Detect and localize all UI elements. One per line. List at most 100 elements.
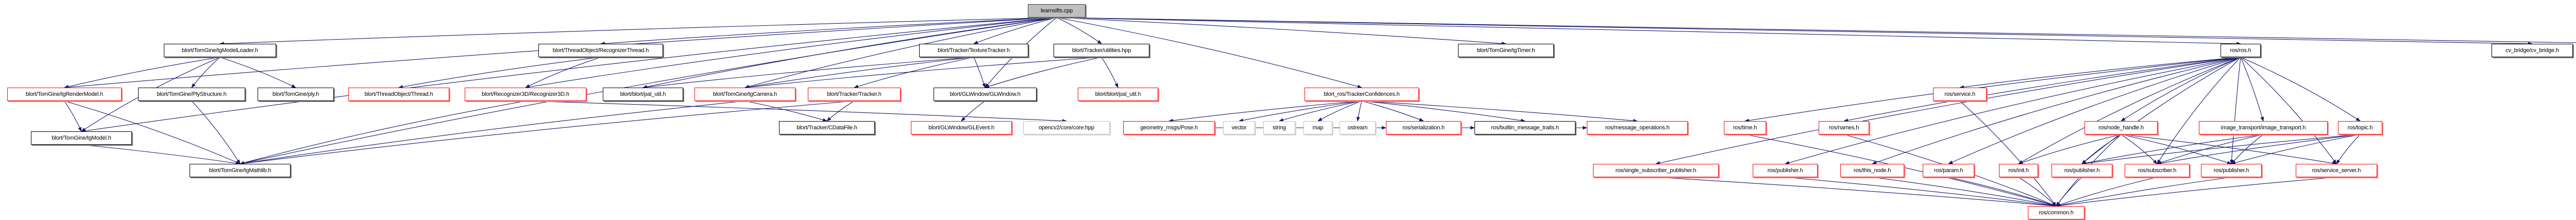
graph-edge <box>191 100 241 164</box>
graph-node[interactable]: ros/publisher.h <box>2201 164 2262 177</box>
graph-node[interactable]: blort/GLWindow/GLWindow.h <box>934 88 1037 101</box>
graph-edge <box>219 17 1057 46</box>
graph-edge <box>1317 100 1362 122</box>
graph-node[interactable]: ros/serialization.h <box>1386 121 1461 134</box>
graph-node[interactable]: ros/builtin_message_traits.h <box>1475 121 1575 134</box>
graph-node[interactable]: ros/service_server.h <box>2296 164 2377 177</box>
graph-edge <box>2056 177 2158 207</box>
graph-edge <box>2231 134 2264 164</box>
graph-node[interactable]: learnsifts.cpp <box>1028 4 1086 18</box>
graph-edge <box>1948 57 2241 164</box>
graph-edge <box>961 100 986 122</box>
graph-node[interactable]: ros/ros.h <box>2221 44 2261 57</box>
graph-node[interactable]: blort/Tracker/Tracker.h <box>808 88 901 101</box>
graph-edge <box>854 57 974 88</box>
graph-edge <box>1785 57 2241 165</box>
graph-node[interactable]: blort/ThreadObject/Thread.h <box>348 88 449 101</box>
graph-node[interactable]: blort/GLWindow/GLEvent.h <box>911 121 1012 134</box>
graph-node[interactable]: image_transport/image_transport.h <box>2199 121 2328 134</box>
graph-edge <box>2081 134 2361 165</box>
graph-node[interactable]: geometry_msgs/Pose.h <box>1123 121 1215 134</box>
graph-edge <box>600 17 1057 45</box>
graph-edge <box>81 144 241 165</box>
graph-node[interactable]: vector <box>1223 121 1255 134</box>
graph-edge <box>2121 57 2241 122</box>
graph-edge <box>64 17 1057 89</box>
graph-edge <box>2157 134 2361 165</box>
graph-edge <box>1279 100 1362 122</box>
graph-node[interactable]: blort/ThreadObject/RecognizerThread.h <box>538 44 663 57</box>
graph-node[interactable]: blort_ros/TrackerConfidences.h <box>1304 88 1419 101</box>
graph-edge <box>1056 17 2241 46</box>
graph-edge <box>1655 57 2241 165</box>
graph-edge <box>2081 134 2122 164</box>
graph-edge <box>1056 17 2576 43</box>
graph-edge <box>1959 57 2241 89</box>
graph-node[interactable]: ros/single_subscriber_publisher.h <box>1593 164 1719 177</box>
graph-node[interactable]: blort/Recognizer3D/Recognizer3D.h <box>465 88 586 101</box>
graph-edge <box>2056 177 2232 207</box>
graph-edge <box>2240 57 2264 122</box>
graph-edge <box>2157 57 2241 164</box>
graph-node[interactable]: blort/blort/pal_util.h <box>1078 88 1158 101</box>
graph-node[interactable]: blort/Tracker/TextureTracker.h <box>919 44 1028 57</box>
graph-node[interactable]: ros/common.h <box>2028 206 2084 219</box>
graph-node[interactable]: ros/init.h <box>1999 164 2038 177</box>
graph-edge <box>81 17 1057 133</box>
graph-edge <box>1744 57 2241 123</box>
graph-edge <box>2157 134 2264 164</box>
graph-node[interactable]: blort/TomGine/PlyStructure.h <box>138 88 245 101</box>
graph-edge <box>2018 177 2057 207</box>
graph-node[interactable]: blort/Tracker/CDataFile.h <box>779 121 875 134</box>
graph-edge <box>826 100 855 122</box>
graph-edge <box>2240 57 2337 164</box>
graph-node[interactable]: string <box>1263 121 1295 134</box>
graph-node[interactable]: blort/TomGine/tgModel.h <box>31 131 132 145</box>
graph-node[interactable]: ros/publisher.h <box>2052 164 2112 177</box>
graph-node[interactable]: blort/TomGine/tgCamera.h <box>694 88 795 101</box>
graph-node[interactable]: blort/TomGine/tgModelLoader.h <box>164 44 276 57</box>
graph-edge <box>2121 134 2158 164</box>
graph-edge <box>1056 17 1102 44</box>
graph-edge <box>525 100 1067 123</box>
graph-edge <box>1168 100 1362 123</box>
graph-node[interactable]: ros/names.h <box>1819 121 1869 134</box>
graph-node[interactable]: map <box>1303 121 1332 134</box>
graph-node[interactable]: blort/TomGine/ply.h <box>258 88 334 101</box>
graph-node[interactable]: ros/publisher.h <box>1753 164 1818 177</box>
graph-node[interactable]: opencv2/core/core.hpp <box>1023 121 1110 134</box>
graph-node[interactable]: blort/Tracker/utilities.hpp <box>1054 44 1149 57</box>
graph-node[interactable]: blort/TomGine/tgTimer.h <box>1458 44 1554 57</box>
graph-edge <box>2230 57 2241 164</box>
graph-edge <box>744 57 974 89</box>
graph-edge <box>64 57 221 89</box>
graph-edge <box>1785 177 2057 208</box>
graph-node[interactable]: ros/param.h <box>1923 164 1974 177</box>
graph-node[interactable]: blort/TomGine/tgMathlib.h <box>190 164 291 177</box>
graph-edge <box>1872 57 2241 164</box>
graph-edge <box>973 57 986 88</box>
graph-edge <box>398 57 601 89</box>
graph-edge <box>2018 134 2122 164</box>
graph-node[interactable]: cv_bridge/cv_bridge.h <box>2492 44 2573 57</box>
graph-node[interactable]: ros/service.h <box>1933 88 1987 101</box>
graph-node[interactable]: ostream <box>1340 121 1376 134</box>
graph-node[interactable]: ros/time.h <box>1724 121 1766 134</box>
graph-edge <box>744 57 1102 89</box>
graph-node[interactable]: ros/message_operations.h <box>1587 121 1688 134</box>
graph-node[interactable]: blort/blort/pal_util.h <box>603 88 683 101</box>
graph-edge <box>1948 177 2057 207</box>
graph-node[interactable]: blort/TomGine/tgRenderModel.h <box>7 88 122 101</box>
graph-edge <box>2336 134 2361 164</box>
graph-node[interactable]: ros/topic.h <box>2338 121 2382 134</box>
graph-edge <box>2240 57 2361 122</box>
graph-edge <box>1056 17 1362 89</box>
graph-node[interactable]: ros/subscriber.h <box>2125 164 2190 177</box>
graph-edge <box>2231 134 2361 165</box>
graph-edge <box>2121 134 2232 164</box>
graph-edge <box>1239 100 1362 122</box>
graph-edge <box>240 17 1057 165</box>
graph-edge <box>2018 57 2241 164</box>
graph-node[interactable]: ros/this_node.h <box>1840 164 1904 177</box>
graph-node[interactable]: ros/node_handle.h <box>2084 121 2158 134</box>
